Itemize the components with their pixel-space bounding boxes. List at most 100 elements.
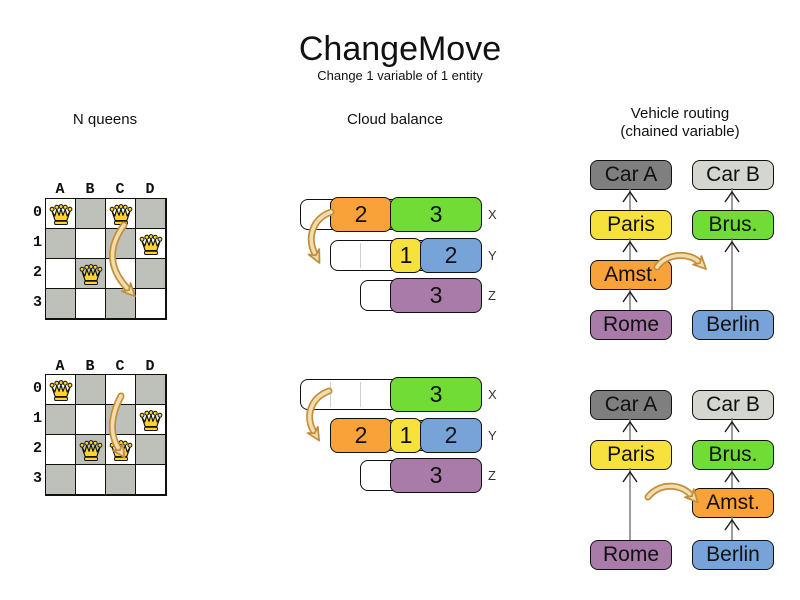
chain-box-paris: Paris bbox=[590, 210, 672, 240]
computer-label: X bbox=[488, 207, 497, 222]
board-column-letter: D bbox=[145, 358, 155, 375]
queen-icon bbox=[79, 264, 103, 285]
chain-box-brus: Brus. bbox=[692, 440, 774, 470]
board-column-letter: A bbox=[55, 181, 65, 198]
board-cell bbox=[136, 259, 166, 289]
chain-box-rome: Rome bbox=[590, 540, 672, 570]
page-title: ChangeMove bbox=[298, 30, 502, 68]
board-row-number: 2 bbox=[32, 440, 42, 457]
chain-box-rome: Rome bbox=[590, 310, 672, 340]
queen-piece bbox=[138, 233, 164, 261]
chain-link-arrowhead bbox=[622, 190, 638, 203]
chessboard-before-move bbox=[45, 198, 167, 320]
queen-icon bbox=[139, 234, 163, 255]
process-block: 1 bbox=[390, 238, 422, 273]
board-cell bbox=[46, 289, 76, 319]
board-cell bbox=[136, 465, 166, 495]
queen-icon bbox=[49, 380, 73, 401]
board-cell bbox=[76, 405, 106, 435]
chain-link-arrowhead bbox=[622, 420, 638, 433]
process-block: 3 bbox=[390, 458, 482, 493]
chain-box-cara: Car A bbox=[590, 390, 672, 420]
board-row-number: 3 bbox=[32, 294, 42, 311]
computer-label: Z bbox=[488, 468, 496, 483]
board-row-number: 3 bbox=[32, 470, 42, 487]
board-column-letter: D bbox=[145, 181, 155, 198]
chain-box-paris: Paris bbox=[590, 440, 672, 470]
board-cell bbox=[106, 229, 136, 259]
process-block: 2 bbox=[420, 418, 482, 453]
board-cell bbox=[106, 259, 136, 289]
computer-label: X bbox=[488, 387, 497, 402]
board-cell bbox=[46, 435, 76, 465]
board-column-letter: B bbox=[85, 181, 95, 198]
chain-link-arrowhead bbox=[622, 470, 638, 483]
board-column-letter: B bbox=[85, 358, 95, 375]
computer-bar-z: 3 bbox=[360, 458, 482, 493]
board-cell bbox=[76, 229, 106, 259]
board-column-letter: C bbox=[115, 181, 125, 198]
queen-piece bbox=[48, 203, 74, 231]
board-row-number: 2 bbox=[32, 264, 42, 281]
board-cell bbox=[46, 259, 76, 289]
process-block: 2 bbox=[330, 197, 392, 232]
section-label-cloud-balance: Cloud balance bbox=[347, 111, 443, 128]
board-cell bbox=[76, 375, 106, 405]
chain-box-brus: Brus. bbox=[692, 210, 774, 240]
queen-piece bbox=[138, 409, 164, 437]
page-subtitle: Change 1 variable of 1 entity bbox=[317, 68, 483, 83]
board-cell bbox=[106, 289, 136, 319]
chain-box-amst: Amst. bbox=[590, 260, 672, 290]
board-cell bbox=[46, 229, 76, 259]
board-cell bbox=[106, 465, 136, 495]
chain-link-arrowhead bbox=[724, 470, 740, 483]
computer-label: Y bbox=[488, 248, 497, 263]
board-cell bbox=[106, 375, 136, 405]
queen-icon bbox=[79, 440, 103, 461]
chain-link-arrowhead bbox=[622, 240, 638, 253]
chain-link-arrowhead bbox=[724, 190, 740, 203]
chain-link-arrowhead bbox=[724, 240, 740, 253]
queen-icon bbox=[109, 204, 133, 225]
board-cell bbox=[106, 405, 136, 435]
chessboard-after-move bbox=[45, 374, 167, 496]
board-cell bbox=[136, 375, 166, 405]
chain-box-carb: Car B bbox=[692, 160, 774, 190]
process-block: 3 bbox=[390, 377, 482, 412]
chain-link-arrowhead bbox=[724, 420, 740, 433]
board-cell bbox=[76, 199, 106, 229]
process-block: 1 bbox=[390, 418, 422, 453]
board-row-number: 0 bbox=[32, 380, 42, 397]
queen-icon bbox=[49, 204, 73, 225]
capacity-tick bbox=[360, 243, 361, 268]
queen-piece bbox=[48, 379, 74, 407]
process-block: 3 bbox=[390, 278, 482, 313]
computer-bar-z: 3 bbox=[360, 278, 482, 313]
chain-box-berlin: Berlin bbox=[692, 310, 774, 340]
board-cell bbox=[76, 465, 106, 495]
board-column-letter: C bbox=[115, 358, 125, 375]
computer-bar-x: 3 bbox=[300, 377, 482, 412]
computer-label: Y bbox=[488, 428, 497, 443]
board-cell bbox=[136, 289, 166, 319]
board-cell bbox=[136, 435, 166, 465]
section-sublabel-chained-variable: (chained variable) bbox=[620, 123, 740, 140]
queen-piece bbox=[108, 439, 134, 467]
process-block: 3 bbox=[390, 197, 482, 232]
process-block: 2 bbox=[330, 418, 392, 453]
board-cell bbox=[136, 199, 166, 229]
chain-box-berlin: Berlin bbox=[692, 540, 774, 570]
queen-piece bbox=[78, 439, 104, 467]
queen-piece bbox=[108, 203, 134, 231]
section-label-nqueens: N queens bbox=[72, 111, 138, 128]
capacity-tick bbox=[330, 382, 331, 407]
move-arrow-outline bbox=[644, 482, 695, 501]
section-label-vehicle-routing: Vehicle routing bbox=[630, 105, 730, 122]
chain-box-cara: Car A bbox=[590, 160, 672, 190]
board-row-number: 0 bbox=[32, 204, 42, 221]
chain-box-amst: Amst. bbox=[692, 488, 774, 518]
